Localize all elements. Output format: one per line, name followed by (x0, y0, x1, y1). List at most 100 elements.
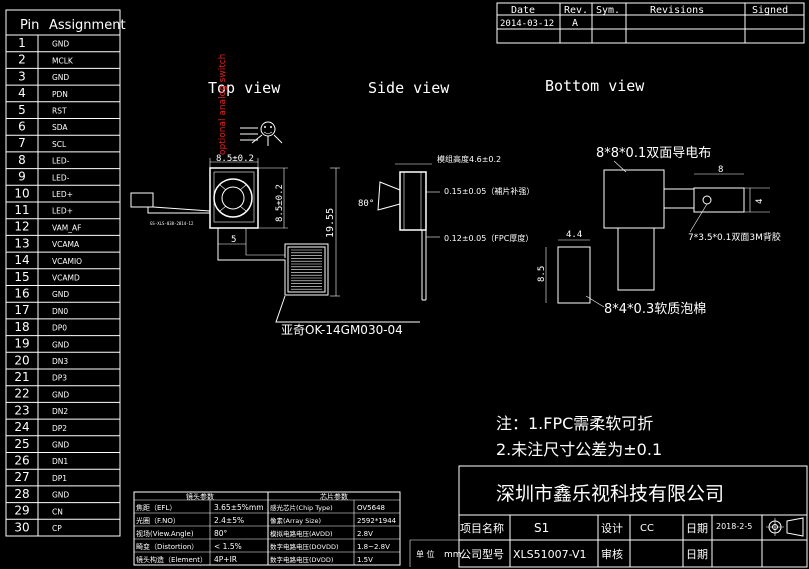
top-height-dim: 8.5±0.2 (275, 184, 285, 222)
rev-header-rev: Rev. (564, 5, 588, 16)
bottom-view-drawing: 8*8*0.1双面导电布 8 4 7*3.5*0.1双面3M背胶 4.4 8.5… (537, 146, 781, 317)
pin-signal: GND (52, 440, 69, 449)
bottom-dim-4-4: 4.4 (566, 230, 582, 240)
side-thickness-1: 0.15±0.05（補片补强） (444, 186, 534, 196)
pin-signal: DP3 (52, 374, 67, 383)
note-line-2: 2.未注尺寸公差为±0.1 (496, 440, 662, 459)
pin-signal: CN (52, 507, 63, 516)
design-label: 设计 (601, 522, 623, 535)
pin-signal: VAM_AF (52, 223, 81, 232)
pin-number: 21 (14, 370, 29, 384)
company-name: 深圳市鑫乐视科技有限公司 (496, 483, 724, 505)
pin-number: 25 (14, 437, 29, 451)
item-name-label: 项目名称 (460, 521, 504, 535)
chip-param-value: 1.5V (357, 556, 373, 564)
chip-param-key: 数字电路电压(DOVDD) (270, 542, 339, 551)
chip-param-value: 2.8V (357, 530, 373, 538)
pin-number: 19 (14, 337, 29, 351)
design-value: CC (640, 523, 654, 534)
pin-number: 6 (18, 120, 26, 134)
chip-param-value: 2592*1944 (357, 517, 397, 525)
bottom-dim-4: 4 (755, 199, 765, 204)
lens-param-key: 焦距（EFL） (136, 503, 176, 512)
pin-number: 22 (14, 387, 29, 401)
pin-number: 9 (18, 170, 26, 184)
pin-signal: SDA (52, 123, 68, 132)
pin-header: Pin (20, 18, 39, 33)
assignment-header: Assignment (49, 18, 126, 33)
pin-number: 15 (14, 270, 29, 284)
pin-signal: VCAMA (52, 240, 80, 249)
pin-signal: CP (52, 524, 62, 533)
pin-number: 12 (14, 220, 29, 234)
title-block: 深圳市鑫乐视科技有限公司 项目名称 S1 设计 CC 日期 2018-2-5 公… (409, 465, 808, 568)
side-tab (130, 192, 154, 208)
pin-signal: VCAMD (52, 273, 80, 282)
model-value: XLS51007-V1 (513, 548, 587, 561)
lens-param-value: 4P+IR (214, 555, 237, 564)
pin-signal: GND (52, 40, 69, 49)
pin-table-border (5, 9, 121, 537)
rev-header-revisions: Revisions (650, 5, 704, 16)
pin-signal: LED+ (52, 207, 73, 216)
pin-number: 28 (14, 487, 29, 501)
side-angle-dim: 80° (358, 199, 374, 209)
top-view-title: Top view (208, 79, 281, 97)
3m-tape-pad (693, 187, 745, 213)
pin-number: 18 (14, 320, 29, 334)
chip-param-value: OV5648 (357, 504, 385, 512)
bottom-view-title: Bottom view (545, 77, 645, 95)
pin-signal: VCAMIO (52, 257, 82, 266)
pin-number: 5 (18, 103, 26, 117)
camera-module-outline (209, 167, 259, 229)
pin-signal: DN2 (52, 407, 68, 416)
rev-header-date: Date (511, 5, 535, 16)
rev-header-sym: Sym. (596, 5, 620, 16)
lens-param-value: < 1.5% (214, 542, 242, 551)
pin-signal: LED+ (52, 190, 73, 199)
pin-number: 8 (18, 153, 26, 167)
pin-number: 23 (14, 403, 29, 417)
pin-number: 29 (14, 504, 29, 518)
pin-number: 14 (14, 253, 29, 267)
lens-table-title: 镜头参数 (186, 492, 214, 501)
pin-signal: DP2 (52, 424, 67, 433)
parameter-table: 镜头参数 芯片参数 焦距（EFL）3.65±5%mm光圈（F.NO）2.4±5%… (133, 491, 401, 566)
person-sketch-icon (240, 121, 283, 146)
bottom-dim-8-5: 8.5 (537, 266, 547, 282)
pin-number: 10 (14, 186, 29, 200)
connector-outline (287, 246, 326, 293)
chip-table-title: 芯片参数 (320, 492, 348, 501)
lens-param-value: 80° (214, 529, 228, 538)
soft-foam-pad (557, 246, 591, 304)
chip-param-key: 感光芯片(Chip Type) (270, 503, 333, 512)
note-line-1: 注：1.FPC需柔软可折 (496, 414, 653, 433)
lens-param-key: 畸变（Distortion） (136, 542, 198, 551)
fabric-label: 8*8*0.1双面导电布 (596, 146, 711, 161)
rev-rev-value: A (572, 18, 578, 29)
lens-param-key: 视场(View.Angle) (136, 529, 194, 538)
model-label: 公司型号 (460, 547, 504, 561)
fpc-tail (217, 228, 329, 296)
chip-param-key: 模拟电路电压(AVDD) (270, 529, 333, 538)
pin-signal: GND (52, 390, 69, 399)
rev-date-value: 2014-03-12 (500, 19, 554, 29)
lens-param-key: 镜头构造（Element） (136, 555, 207, 564)
pin-number: 4 (18, 86, 26, 100)
pin-number: 24 (14, 420, 29, 434)
red-annotation: optional analog switch (218, 54, 228, 155)
pin-signal: LED- (52, 173, 70, 182)
bottom-dim-8: 8 (718, 165, 723, 175)
pin-number: 26 (14, 454, 29, 468)
rev-header-signed: Signed (752, 5, 788, 16)
top-view-drawing: optional analog switch 8.5±0.2 8.5±0. (130, 54, 420, 337)
pin-number: 17 (14, 303, 29, 317)
part-number-label: 亚奇OK-14GM030-04 (281, 323, 403, 337)
side-thickness-2: 0.12±0.05（FPC厚度） (444, 233, 533, 243)
pin-number: 16 (14, 287, 29, 301)
pin-signal: DP1 (52, 474, 67, 483)
pin-signal: PDN (52, 90, 68, 99)
